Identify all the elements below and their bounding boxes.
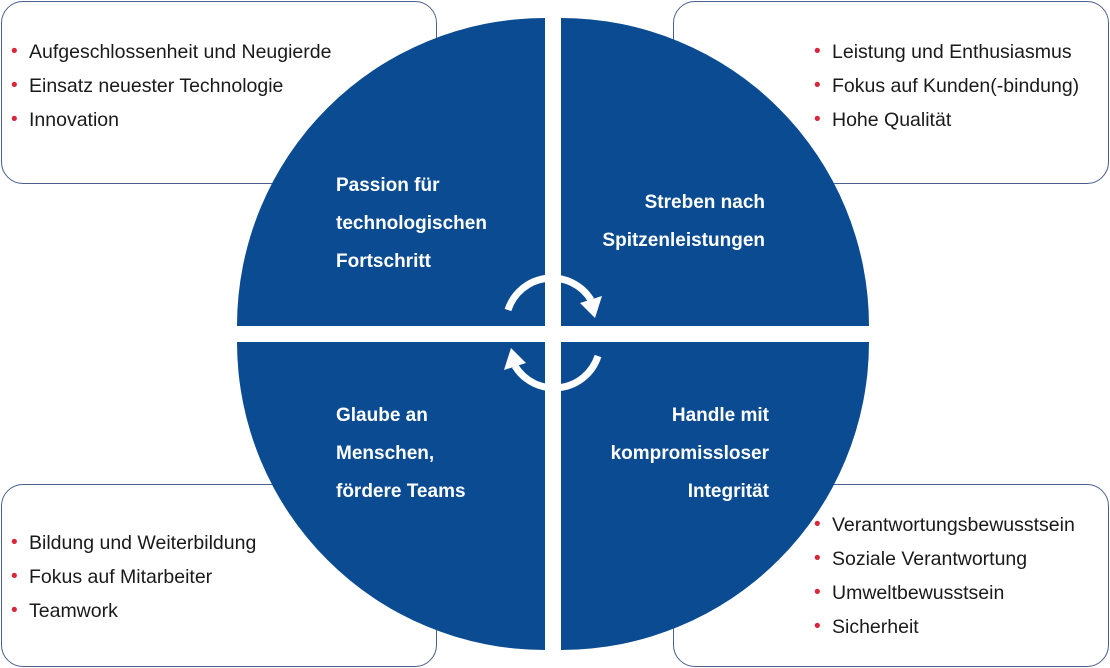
label-line: kompromissloser: [610, 443, 769, 464]
quadrant-bottom-left: [237, 342, 545, 650]
label-line: Spitzenleistungen: [602, 230, 765, 251]
list-item: Innovation: [8, 109, 331, 143]
label-line: Integrität: [687, 481, 769, 502]
quadrant-top-right: [561, 18, 869, 326]
list-item: Hohe Qualität: [811, 109, 1079, 143]
quadrant-bottom-right: [561, 342, 869, 650]
list-item: Bildung und Weiterbildung: [8, 532, 256, 566]
quadrant-label-top-right: Streben nach Spitzenleistungen: [602, 184, 765, 260]
label-line: Passion für: [336, 175, 440, 196]
label-line: technologischen: [336, 213, 487, 234]
list-item: Fokus auf Mitarbeiter: [8, 566, 256, 600]
quadrant-top-left: [237, 18, 545, 326]
label-line: Fortschritt: [336, 251, 431, 272]
list-item: Aufgeschlossenheit und Neugierde: [8, 41, 331, 75]
list-item: Fokus auf Kunden(-bindung): [811, 75, 1079, 109]
quadrant-label-bottom-left: Glaube an Menschen, fördere Teams: [336, 397, 466, 511]
list-bottom-left: Bildung und Weiterbildung Fokus auf Mita…: [8, 532, 256, 634]
list-item: Sicherheit: [811, 616, 1075, 650]
list-item: Leistung und Enthusiasmus: [811, 41, 1079, 75]
list-item: Umweltbewusstsein: [811, 582, 1075, 616]
label-line: Menschen,: [336, 443, 435, 464]
list-item: Einsatz neuester Technologie: [8, 75, 331, 109]
list-item: Verantwortungsbewusstsein: [811, 514, 1075, 548]
label-line: Handle mit: [671, 405, 769, 426]
quadrant-label-top-left: Passion für technologischen Fortschritt: [336, 167, 487, 281]
list-bottom-right: Verantwortungsbewusstsein Soziale Verant…: [811, 514, 1075, 650]
label-line: Glaube an: [336, 405, 428, 426]
quadrant-label-bottom-right: Handle mit kompromissloser Integrität: [611, 397, 769, 511]
circular-arrows-icon: [504, 274, 602, 392]
list-top-right: Leistung und Enthusiasmus Fokus auf Kund…: [811, 41, 1079, 143]
list-top-left: Aufgeschlossenheit und Neugierde Einsatz…: [8, 41, 331, 143]
list-item: Soziale Verantwortung: [811, 548, 1075, 582]
label-line: fördere Teams: [336, 481, 466, 502]
label-line: Streben nach: [644, 192, 765, 213]
list-item: Teamwork: [8, 600, 256, 634]
